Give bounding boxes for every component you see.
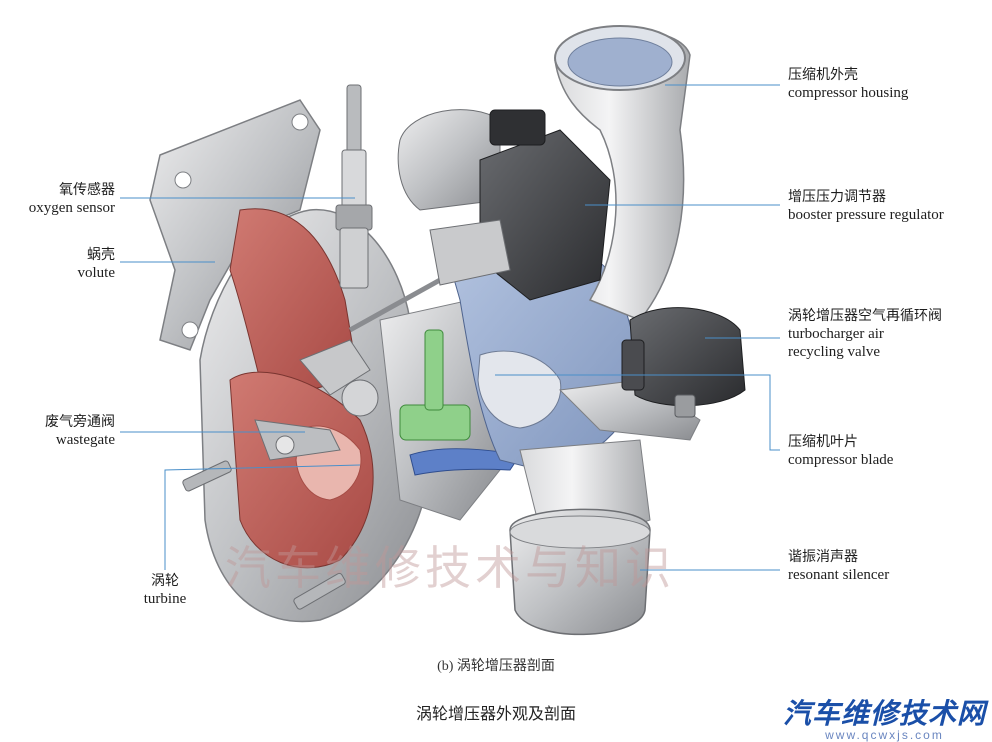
- turbine-housing: [199, 208, 431, 623]
- label-recycling-valve-en-2: recycling valve: [788, 344, 881, 360]
- label-resonant-silencer-en: resonant silencer: [788, 567, 890, 583]
- figure-caption: 涡轮增压器外观及剖面: [415, 704, 576, 723]
- label-wastegate-zh: 废气旁通阀: [45, 414, 115, 430]
- label-booster-pressure-regulator-zh: 增压压力调节器: [788, 189, 886, 205]
- leader-lines: [120, 84, 780, 571]
- watermark-text: 汽车维修技术与知识: [225, 541, 675, 595]
- label-compressor-housing-en: compressor housing: [788, 85, 909, 101]
- brand-name: 汽车维修技术网: [782, 697, 986, 730]
- resonant-silencer-part: [509, 439, 651, 636]
- label-oxygen-sensor-zh: 氧传感器: [59, 182, 115, 198]
- label-oxygen-sensor: 氧传感器 oxygen sensor: [29, 181, 115, 217]
- compressor-section: [439, 227, 701, 471]
- label-turbine-en: turbine: [143, 591, 187, 607]
- figure-subcaption: (b) 涡轮增压器剖面: [437, 659, 555, 674]
- label-recycling-valve: 涡轮增压器空气再循环阀 turbocharger air recycling v…: [788, 307, 942, 361]
- pressure-regulator-part: [397, 109, 611, 301]
- label-compressor-blade-zh: 压缩机叶片: [788, 434, 858, 450]
- label-compressor-blade: 压缩机叶片 compressor blade: [788, 433, 893, 469]
- label-compressor-blade-en: compressor blade: [788, 452, 894, 468]
- label-resonant-silencer-zh: 谐振消声器: [788, 549, 858, 565]
- volute-flange: [149, 99, 321, 351]
- leader-turbine: [164, 464, 361, 570]
- label-volute: 蜗壳 volute: [78, 246, 116, 282]
- recycling-valve-part: [621, 307, 746, 418]
- label-oxygen-sensor-en: oxygen sensor: [28, 200, 115, 216]
- brand-logo: 汽车维修技术网 www.qcwxjs.com: [783, 692, 986, 742]
- compressor-inlet-pipe: [554, 25, 691, 321]
- label-volute-en: volute: [77, 265, 116, 281]
- label-wastegate: 废气旁通阀 wastegate: [45, 413, 115, 449]
- label-volute-zh: 蜗壳: [87, 247, 115, 263]
- label-booster-pressure-regulator-en: booster pressure regulator: [788, 207, 944, 223]
- oxygen-sensor-part: [335, 84, 373, 289]
- label-recycling-valve-en-1: turbocharger air: [788, 326, 884, 342]
- label-compressor-housing-zh: 压缩机外壳: [788, 67, 858, 83]
- wastegate-linkage: [254, 277, 442, 461]
- label-wastegate-en: wastegate: [55, 432, 115, 448]
- label-compressor-housing: 压缩机外壳 compressor housing: [788, 66, 908, 102]
- label-booster-pressure-regulator: 增压压力调节器 booster pressure regulator: [788, 188, 944, 224]
- label-turbine: 涡轮 turbine: [130, 572, 200, 608]
- label-resonant-silencer: 谐振消声器 resonant silencer: [788, 548, 889, 584]
- leader-compressor-blade: [495, 374, 780, 451]
- label-recycling-valve-zh: 涡轮增压器空气再循环阀: [788, 308, 942, 324]
- label-turbine-zh: 涡轮: [151, 573, 179, 589]
